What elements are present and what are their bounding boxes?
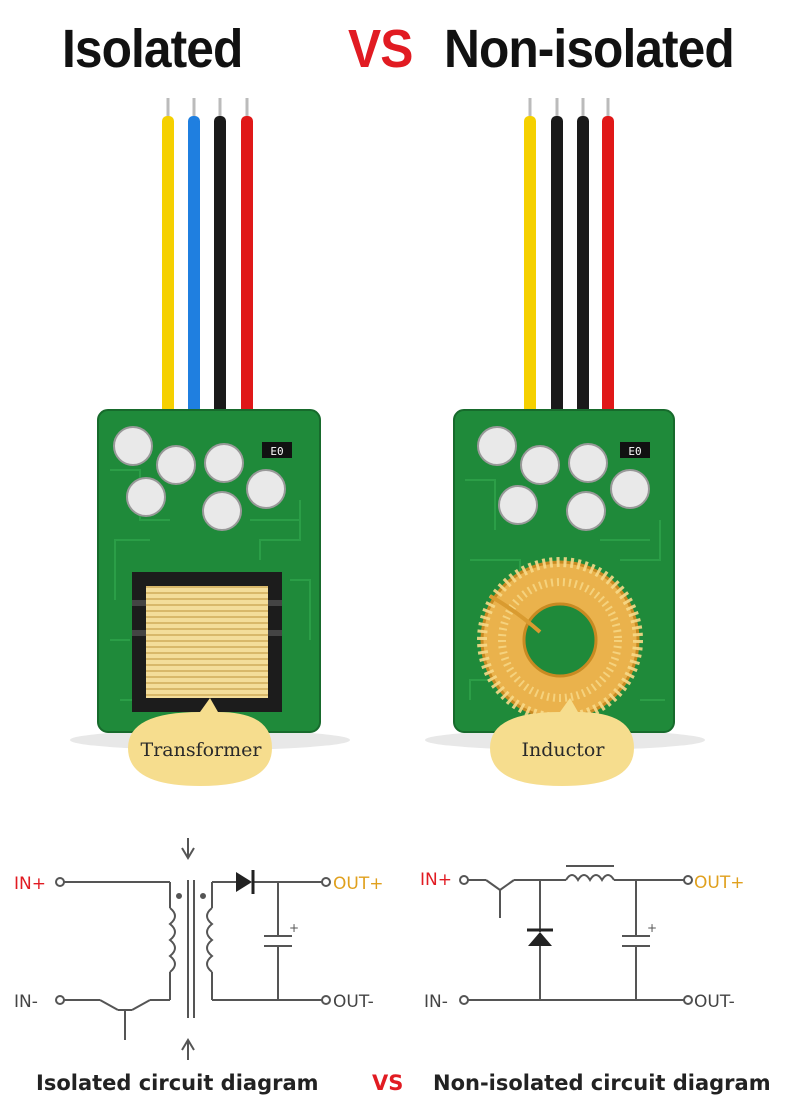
callout-transformer-label: Transformer — [141, 739, 263, 761]
title-non-isolated: Non-isolated — [444, 19, 735, 79]
switch-transistor — [99, 999, 151, 1011]
non-isolated-module: E0 Inductor — [453, 98, 675, 786]
label-in-plus-right: IN+ — [420, 870, 452, 890]
switch-transistor-right — [485, 879, 515, 891]
isolated-circuit — [55, 838, 331, 1060]
right-wires — [524, 98, 614, 428]
secondary-coil — [206, 907, 214, 973]
transformer-coil — [146, 586, 268, 698]
caption-vs: VS — [372, 1071, 404, 1095]
wire-black — [214, 116, 226, 428]
core-arrow-top — [181, 838, 195, 860]
chip-left-label: E0 — [270, 445, 283, 458]
chip-left — [262, 442, 292, 458]
wire-yellow-right — [524, 116, 536, 428]
cap-plus-right: + — [647, 921, 657, 935]
caption-isolated: Isolated circuit diagram — [36, 1071, 319, 1095]
inductor-symbol — [565, 874, 615, 882]
callout-inductor — [490, 698, 634, 786]
label-out-plus-right: OUT+ — [694, 873, 744, 893]
diode-right — [528, 932, 552, 946]
callout-inductor-label: Inductor — [522, 739, 606, 761]
primary-coil — [168, 907, 176, 973]
left-wires — [162, 98, 253, 428]
core-arrow-bottom — [181, 1038, 195, 1060]
title-isolated: Isolated — [62, 19, 243, 79]
wire-black-right-2 — [577, 116, 589, 428]
cap-plus-left: + — [289, 921, 299, 935]
chip-right — [620, 442, 650, 458]
inductor-hole — [522, 602, 598, 678]
non-isolated-circuit — [459, 865, 693, 1005]
label-in-minus-left: IN- — [14, 992, 38, 1012]
label-in-plus-left: IN+ — [14, 874, 46, 894]
label-out-minus-left: OUT- — [333, 992, 374, 1012]
capacitors-right — [477, 426, 650, 531]
callout-transformer — [128, 698, 272, 786]
label-in-minus-right: IN- — [424, 992, 448, 1012]
label-out-plus-left: OUT+ — [333, 874, 383, 894]
caption-non-isolated: Non-isolated circuit diagram — [433, 1071, 771, 1095]
label-out-minus-right: OUT- — [694, 992, 735, 1012]
capacitors-left — [113, 426, 286, 531]
diode-left — [236, 872, 252, 892]
wire-red-right — [602, 116, 614, 428]
isolated-module: E0 Transformer — [97, 98, 321, 786]
wire-black-right-1 — [551, 116, 563, 428]
pcb-traces-left — [110, 469, 311, 701]
wire-yellow — [162, 116, 174, 428]
chip-right-label: E0 — [628, 445, 641, 458]
title-vs: VS — [348, 19, 413, 79]
wire-blue — [188, 116, 200, 428]
wire-red — [241, 116, 253, 428]
